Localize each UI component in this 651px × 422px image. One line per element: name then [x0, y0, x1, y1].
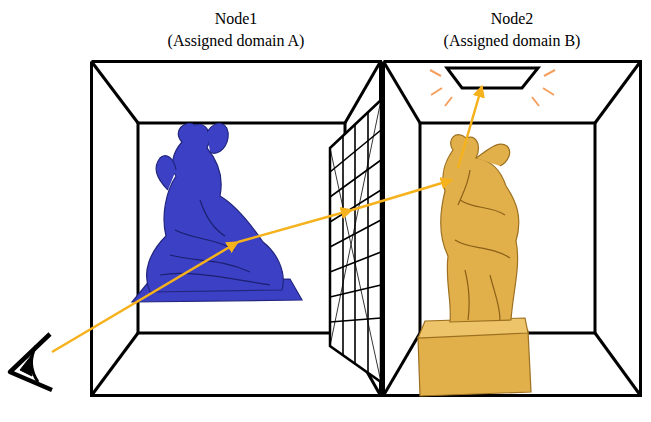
node-heading: Node1(Assigned domain A)	[50, 8, 422, 52]
room-edge	[384, 62, 421, 124]
room-edge	[92, 62, 139, 124]
light-ray	[52, 86, 482, 352]
node-name: Node1	[213, 8, 260, 30]
room-edge	[384, 333, 421, 396]
ceiling-light	[430, 68, 555, 106]
room-edge	[595, 333, 641, 396]
room-edge	[595, 62, 641, 124]
domain-label: (Assigned domain B)	[442, 30, 583, 52]
eye-icon	[10, 334, 52, 390]
domain-label: (Assigned domain A)	[166, 30, 307, 52]
blue-statue	[132, 123, 302, 302]
room-edge	[92, 62, 381, 396]
room-edge	[420, 123, 595, 333]
gold-statue	[418, 135, 531, 396]
node-heading: Node2(Assigned domain B)	[342, 8, 651, 52]
partition-grid	[330, 100, 381, 382]
room-edge	[92, 333, 139, 396]
room-edge	[384, 62, 641, 396]
node-name: Node2	[489, 8, 536, 30]
